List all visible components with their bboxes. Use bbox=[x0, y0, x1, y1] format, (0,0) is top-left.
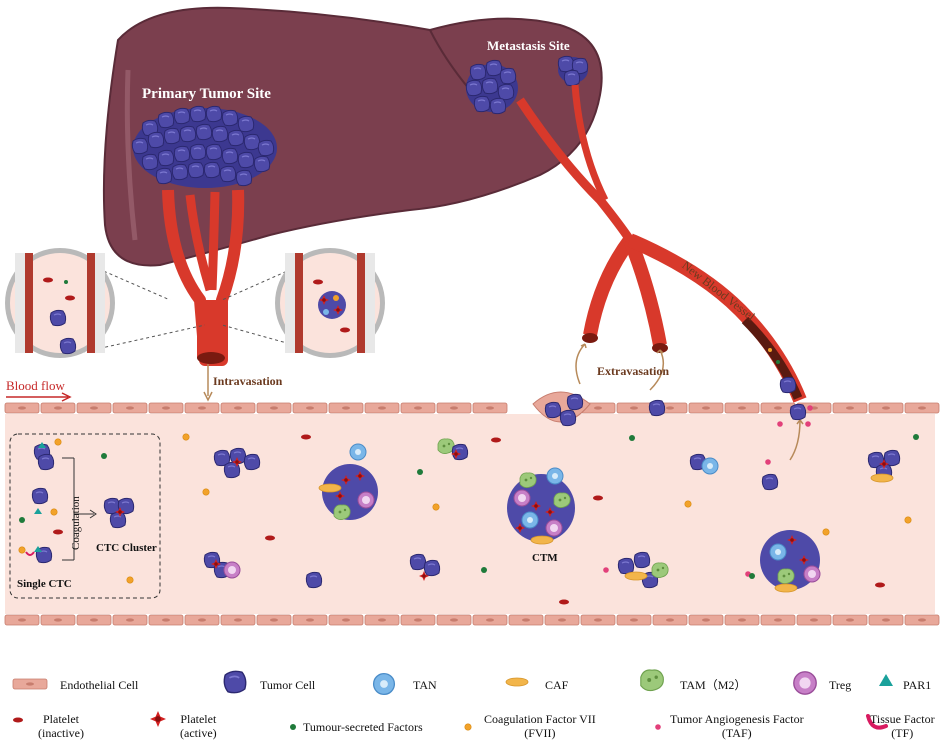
legend-treg: Treg bbox=[829, 678, 852, 692]
endothelial-cell bbox=[148, 614, 184, 626]
endothelial-cell bbox=[256, 614, 292, 626]
endothelial-cell bbox=[796, 614, 832, 626]
endothelial-cell bbox=[220, 614, 256, 626]
ctc-cluster-label: CTC Cluster bbox=[96, 542, 157, 554]
endothelial-cell bbox=[688, 614, 724, 626]
endothelial-cell bbox=[76, 402, 112, 414]
endothelial-cell bbox=[688, 402, 724, 414]
legend-tumor-angiogenesis-factor: Tumor Angiogenesis Factor(TAF) bbox=[670, 712, 804, 740]
endothelial-cell bbox=[292, 614, 328, 626]
endothelial-cell bbox=[4, 614, 40, 626]
metastasis-cluster bbox=[465, 55, 589, 115]
zoom-circle-right bbox=[221, 248, 385, 358]
coagulation-box bbox=[9, 433, 161, 599]
legend-caf: CAF bbox=[545, 678, 569, 692]
legend-tissue-factor: Tissue Factor(TF) bbox=[870, 712, 935, 740]
coagulation-label: Coagulation bbox=[70, 496, 82, 550]
legend-platelet-inactive: Platelet(inactive) bbox=[38, 712, 84, 740]
legend-endothelial-cell: Endothelial Cell bbox=[60, 678, 139, 692]
primary-blood-vessel bbox=[162, 189, 245, 366]
endothelial-bottom bbox=[4, 614, 940, 626]
endothelial-cell bbox=[652, 614, 688, 626]
endothelial-cell bbox=[364, 614, 400, 626]
endothelial-cell bbox=[904, 614, 940, 626]
extravasation-label: Extravasation bbox=[597, 364, 669, 378]
endothelial-cell bbox=[184, 402, 220, 414]
endothelial-cell bbox=[364, 402, 400, 414]
endothelial-cell bbox=[544, 614, 580, 626]
endothelial-cell bbox=[220, 402, 256, 414]
endothelial-cell bbox=[400, 402, 436, 414]
endothelial-cell bbox=[184, 614, 220, 626]
endothelial-cell bbox=[328, 614, 364, 626]
legend-par1: PAR1 bbox=[903, 678, 932, 692]
zoom-circle-left bbox=[5, 248, 206, 358]
endothelial-cell bbox=[112, 402, 148, 414]
metastasis-site-label: Metastasis Site bbox=[487, 38, 570, 53]
legend-tumor-cell: Tumor Cell bbox=[260, 678, 316, 692]
endothelial-cell bbox=[472, 614, 508, 626]
endothelial-cell bbox=[616, 402, 652, 414]
endothelial-cell bbox=[76, 614, 112, 626]
endothelial-cell bbox=[436, 614, 472, 626]
endothelial-cell bbox=[148, 402, 184, 414]
endothelial-cell bbox=[580, 614, 616, 626]
endothelial-cell bbox=[508, 614, 544, 626]
legend-tan: TAN bbox=[413, 678, 437, 692]
endothelial-cell bbox=[472, 402, 508, 414]
endothelial-cell bbox=[868, 402, 904, 414]
endothelial-cell bbox=[832, 402, 868, 414]
intravasation-label: Intravasation bbox=[213, 374, 283, 388]
endothelial-cell bbox=[292, 402, 328, 414]
legend-icons bbox=[12, 669, 893, 731]
lumen-contents bbox=[182, 405, 919, 605]
endothelial-cell bbox=[112, 614, 148, 626]
endothelial-cell bbox=[4, 402, 40, 414]
extravasation-site bbox=[532, 343, 807, 491]
endothelial-cell bbox=[724, 614, 760, 626]
endothelial-cell bbox=[256, 402, 292, 414]
legend-platelet-active: Platelet(active) bbox=[180, 712, 217, 740]
endothelial-cell bbox=[724, 402, 760, 414]
endothelial-cell bbox=[616, 614, 652, 626]
endothelial-cell bbox=[40, 402, 76, 414]
primary-tumor-cluster bbox=[131, 105, 277, 188]
legend-coagulation-factor-vii: Coagulation Factor VII(FVII) bbox=[484, 712, 596, 740]
endothelial-cell bbox=[436, 402, 472, 414]
endothelial-cell bbox=[328, 402, 364, 414]
ctm-label: CTM bbox=[532, 552, 558, 564]
metastasis-blood-vessel bbox=[516, 84, 807, 403]
endothelial-cell bbox=[400, 614, 436, 626]
legend-tumour-secreted-factors: Tumour-secreted Factors bbox=[303, 720, 423, 734]
endothelial-cell bbox=[868, 614, 904, 626]
blood-flow-label: Blood flow bbox=[6, 378, 65, 393]
endothelial-cell bbox=[832, 614, 868, 626]
endothelial-cell bbox=[760, 614, 796, 626]
endothelial-cell bbox=[904, 402, 940, 414]
legend-tam: TAM（M2） bbox=[680, 678, 747, 692]
single-ctc-label: Single CTC bbox=[17, 578, 72, 590]
primary-tumor-site-label: Primary Tumor Site bbox=[142, 86, 271, 102]
endothelial-cell bbox=[40, 614, 76, 626]
